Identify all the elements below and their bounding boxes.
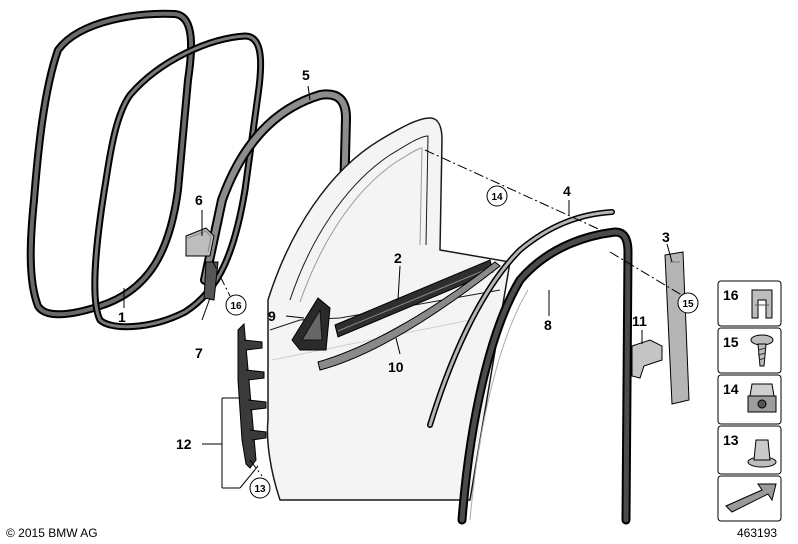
- parts-table-label-15: 15: [723, 334, 739, 350]
- leader-lines: [123, 85, 673, 489]
- screw-icon: [750, 334, 774, 367]
- part-1-door-seal: [26, 9, 196, 319]
- label-part-3: 3: [662, 229, 670, 245]
- label-part-10: 10: [388, 359, 404, 375]
- parts-table: 16 15 14 13: [717, 280, 782, 522]
- circled-callouts: 14 16 15 13: [225, 185, 699, 499]
- label-part-6: 6: [195, 192, 203, 208]
- plastic-rivet-icon: [747, 439, 777, 468]
- label-part-4: 4: [563, 183, 571, 199]
- part-8-window-guide-seal: [457, 227, 633, 525]
- part-9-mirror-triangle: [291, 297, 331, 351]
- expanding-nut-icon: [747, 383, 777, 413]
- callout-circle-15: [677, 292, 699, 314]
- part-7-door-seal-inner: [91, 32, 265, 331]
- label-part-7: 7: [195, 345, 203, 361]
- parts-table-label-14: 14: [723, 381, 739, 397]
- part-5-window-channel-seal: [200, 89, 356, 301]
- callout-14: 14: [491, 192, 503, 203]
- part-4-window-frame-trim: [427, 209, 615, 428]
- part-12-edge-seal: [237, 322, 267, 469]
- diagram-number: 463193: [737, 526, 777, 540]
- label-part-1: 1: [118, 309, 126, 325]
- label-part-12: 12: [176, 436, 192, 452]
- label-part-11: 11: [632, 313, 647, 329]
- callout-circle-13: [249, 477, 271, 499]
- part-6-cover-cap: [185, 227, 215, 257]
- callout-circle-16: [225, 294, 247, 316]
- parts-table-label-13: 13: [723, 432, 739, 448]
- callout-15: 15: [682, 299, 694, 310]
- part-3-pillar-trim: [664, 251, 690, 405]
- label-part-2: 2: [394, 250, 402, 266]
- direction-arrow-icon: [725, 483, 777, 513]
- clip-icon: [751, 289, 773, 319]
- label-part-9: 9: [268, 308, 276, 324]
- part-10-inner-belt-seal: [317, 261, 501, 371]
- parts-table-label-16: 16: [723, 287, 739, 303]
- callout-13: 13: [254, 484, 266, 495]
- callout-16: 16: [230, 301, 242, 312]
- callout-circle-14: [486, 185, 508, 207]
- label-part-5: 5: [302, 67, 310, 83]
- part-labels: 1 2 3 4 5 6 7 8 9 10 11 12: [118, 67, 670, 452]
- label-part-8: 8: [544, 317, 552, 333]
- copyright-text: © 2015 BMW AG: [6, 526, 98, 540]
- part-11-bracket: [631, 339, 663, 379]
